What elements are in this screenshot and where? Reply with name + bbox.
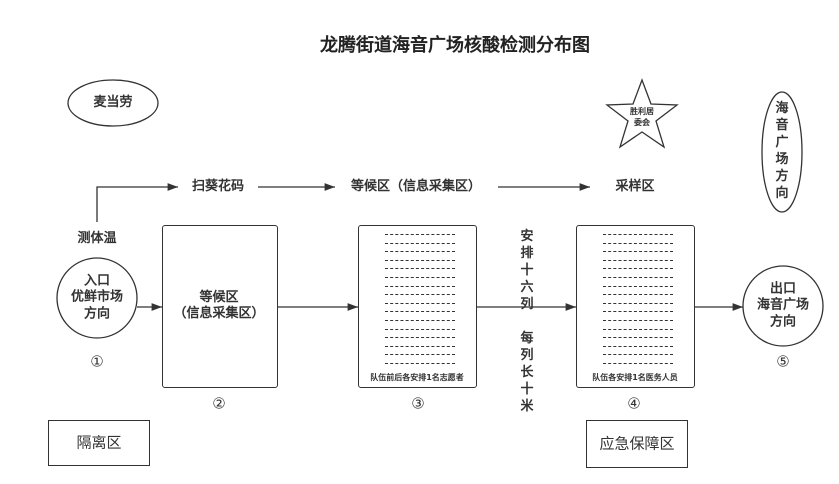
queue-row-line [385, 337, 455, 339]
exit-number: ⑤ [776, 352, 790, 371]
queue-row-line [603, 259, 673, 261]
queue-number: ③ [411, 394, 425, 413]
haiyin-direction-label: 海音广场方向 [775, 101, 789, 201]
sampling-area-label: 采样区 [615, 178, 655, 194]
queue-row-line [603, 345, 673, 347]
queue-row-line [603, 320, 673, 321]
emergency-zone: 应急保障区 [586, 420, 688, 468]
mcdonalds-ellipse [67, 79, 159, 127]
queue-row-line [603, 302, 673, 304]
queue-row-line [385, 328, 455, 330]
queue-caption: 队伍前后各安排1名志愿者 [370, 373, 464, 382]
queue-row-line [603, 242, 673, 244]
length-note: 每列长十米 [520, 331, 534, 414]
waiting-area-label: 等候区（信息采集区） [350, 178, 482, 194]
queue-row-line [385, 285, 455, 287]
queue-row-line [385, 354, 455, 356]
queue-row-line [385, 302, 455, 304]
sampling-caption: 队伍各安排1名医务人员 [592, 373, 678, 382]
temp-check-label: 测体温 [77, 230, 117, 246]
waiting-line1: 等候区 [199, 289, 239, 305]
queue-row-line [603, 311, 673, 313]
queue-row-line [603, 268, 673, 270]
page-title: 龙腾街道海音广场核酸检测分布图 [320, 34, 590, 56]
sampling-number: ④ [627, 394, 641, 413]
queue-row-line [603, 285, 673, 287]
mcdonalds-label: 麦当劳 [93, 94, 133, 110]
queue-row-line [385, 345, 455, 347]
entrance-line1: 入口 [83, 273, 111, 289]
waiting-line2: （信息采集区） [173, 306, 265, 321]
isolation-zone: 隔离区 [48, 420, 150, 466]
sampling-box: 队伍各安排1名医务人员 [576, 225, 695, 388]
columns-note: 安排十六列 [520, 229, 534, 312]
queue-box: 队伍前后各安排1名志愿者 [358, 225, 477, 388]
waiting-box [162, 225, 278, 388]
queue-row-line [603, 354, 673, 356]
entrance-circle [56, 257, 138, 339]
queue-row-line [385, 234, 455, 235]
waiting-box-label: 等候区 （信息采集区） [173, 290, 264, 323]
isolation-zone-label: 隔离区 [76, 433, 122, 452]
scan-code-label: 扫葵花码 [191, 178, 245, 194]
waiting-number: ② [212, 394, 226, 413]
residents-committee-label: 胜利居委会 [630, 107, 654, 127]
exit-line3: 方向 [769, 314, 797, 330]
queue-row-line [385, 294, 455, 296]
entrance-node: 入口 优鲜市场 方向 [71, 274, 123, 323]
haiyin-direction-ellipse [761, 91, 803, 213]
exit-node: 出口 海音广场 方向 [757, 282, 809, 331]
queue-row-line [603, 363, 673, 364]
exit-circle [742, 265, 824, 347]
exit-line2: 海音广场 [756, 297, 810, 313]
queue-row-line [385, 259, 455, 261]
emergency-zone-label: 应急保障区 [599, 434, 675, 453]
queue-row-line [385, 268, 455, 270]
queue-row-line [603, 294, 673, 296]
queue-row-line [603, 251, 673, 253]
queue-row-line [385, 311, 455, 313]
queue-row-line [603, 277, 673, 278]
star-shape [605, 78, 679, 149]
queue-row-line [385, 251, 455, 253]
queue-row-line [603, 234, 673, 235]
queue-row-line [603, 337, 673, 339]
exit-line1: 出口 [769, 281, 797, 297]
queue-row-line [385, 363, 455, 364]
queue-row-line [603, 328, 673, 330]
arrow-temp-to-scan [96, 183, 178, 222]
queue-row-line [385, 320, 455, 321]
entrance-line2: 优鲜市场 [70, 289, 124, 305]
queue-row-line [385, 242, 455, 244]
entrance-number: ① [90, 352, 104, 371]
queue-row-line [385, 277, 455, 278]
entrance-line3: 方向 [83, 306, 111, 322]
